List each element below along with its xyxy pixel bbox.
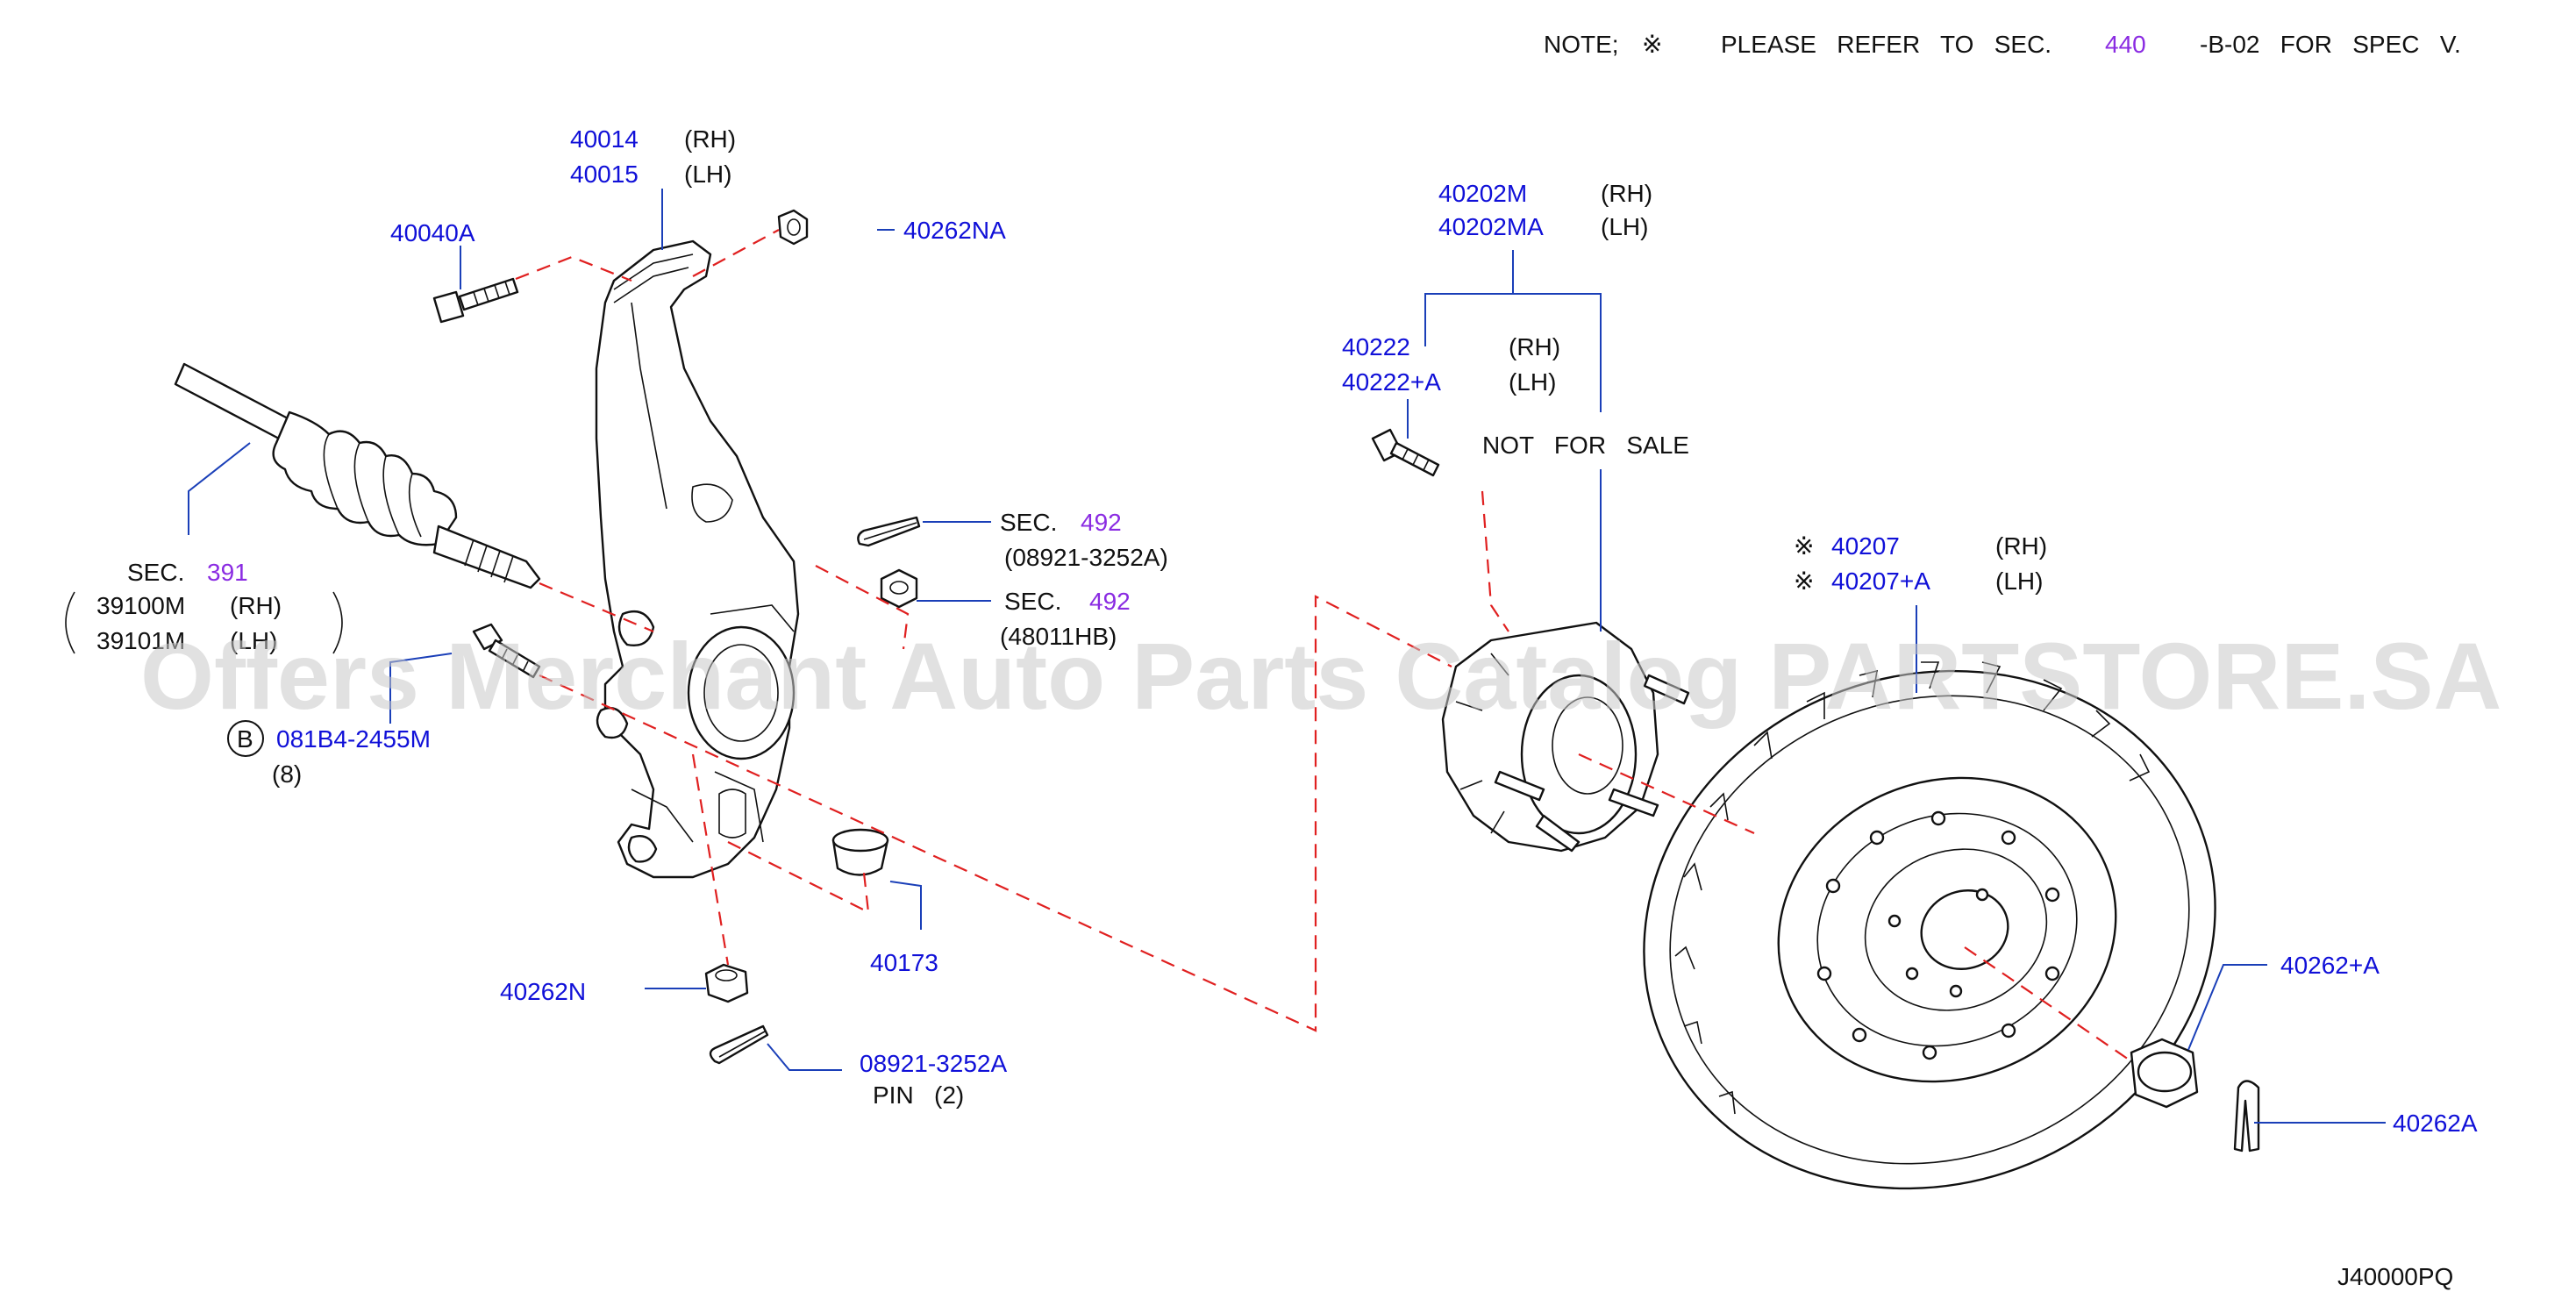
part-40173[interactable]: 40173 — [870, 949, 938, 976]
rotor-label: ※ 40207 (RH) ※ 40207+A (LH) — [1794, 532, 2047, 595]
label-lh: (LH) — [1995, 567, 2043, 595]
part-40040a[interactable]: 40040A — [390, 219, 475, 246]
part-40262-a-plus[interactable]: 40262+A — [2280, 952, 2380, 979]
note-text: PLEASE REFER TO SEC. — [1721, 31, 2052, 58]
sec-492-link[interactable]: 492 — [1089, 588, 1131, 615]
sec-prefix: SEC. — [127, 559, 184, 586]
not-for-sale-text: NOT FOR SALE — [1482, 432, 1689, 459]
rotor-note-symbol: ※ — [1794, 567, 1814, 595]
bushing-40173-drawing — [831, 828, 889, 876]
label-rh: (RH) — [684, 125, 736, 153]
pin-text: PIN — [873, 1081, 914, 1109]
watermark-text: Offers Merchant Auto Parts Catalog PARTS… — [140, 623, 2501, 729]
sec-prefix: SEC. — [1004, 588, 1061, 615]
steering-knuckle-drawing — [595, 239, 800, 879]
hub-label: 40202M (RH) 40202MA (LH) — [1438, 180, 1652, 240]
bolt-081b4-drawing — [472, 623, 541, 679]
sec-492-nut-label: SEC. 492 (48011HB) — [1000, 588, 1131, 650]
part-40262a[interactable]: 40262A — [2393, 1110, 2478, 1137]
part-40015[interactable]: 40015 — [570, 161, 639, 188]
shaft-bracket — [65, 591, 343, 654]
label-rh: (RH) — [1601, 180, 1652, 207]
circle-b-letter: B — [237, 725, 253, 753]
sec-492-pin-label: SEC. 492 (08921-3252A) — [1000, 509, 1168, 571]
wheel-stud-drawing — [1371, 428, 1440, 477]
sec-391-link[interactable]: 391 — [207, 559, 248, 586]
assembly-lines — [515, 229, 2132, 1062]
shaft-label: SEC. 391 39100M (RH) 39101M (LH) — [96, 559, 282, 654]
rotor-vents — [1674, 661, 2151, 1115]
label-lh: (LH) — [1509, 368, 1556, 396]
pin-08921-label: 08921-3252A PIN (2) — [860, 1050, 1007, 1109]
knuckle-label: 40014 (RH) 40015 (LH) — [570, 125, 736, 188]
part-40222-a[interactable]: 40222+A — [1342, 368, 1441, 396]
part-39101m[interactable]: 39101M — [96, 627, 185, 654]
circle-b-marker — [227, 720, 264, 757]
part-39100m[interactable]: 39100M — [96, 592, 185, 619]
cotter-pin-upper-drawing — [857, 516, 921, 547]
label-rh: (RH) — [230, 592, 282, 619]
stud-label: 40222 (RH) 40222+A (LH) — [1342, 333, 1560, 396]
part-40222[interactable]: 40222 — [1342, 333, 1410, 360]
part-40014[interactable]: 40014 — [570, 125, 639, 153]
note-text-after: -B-02 FOR SPEC V. — [2200, 31, 2461, 58]
part-081b4-2455m[interactable]: 081B4-2455M — [276, 725, 431, 753]
nut-40262n-drawing — [704, 963, 749, 1003]
part-48011hb-ref: (48011HB) — [1000, 623, 1117, 650]
part-40207-a[interactable]: 40207+A — [1831, 567, 1930, 595]
label-lh: (LH) — [230, 627, 277, 654]
brake-rotor-drawing — [1643, 661, 2216, 1190]
quantity-8: (8) — [272, 760, 302, 788]
part-08921-3252a-ref: (08921-3252A) — [1004, 544, 1168, 571]
nut-40262a-plus-drawing — [2130, 1038, 2199, 1109]
part-40262na[interactable]: 40262NA — [903, 217, 1006, 244]
header-note: NOTE; ※ PLEASE REFER TO SEC. 440 -B-02 F… — [1544, 31, 2461, 58]
label-lh: (LH) — [1601, 213, 1648, 240]
note-symbol: ※ — [1642, 31, 1662, 58]
cotter-pin-lower-drawing — [709, 1024, 769, 1065]
nut-40262na-drawing — [777, 209, 809, 246]
note-prefix: NOTE; — [1544, 31, 1619, 58]
part-08921-3252a[interactable]: 08921-3252A — [860, 1050, 1007, 1077]
part-40262n[interactable]: 40262N — [500, 978, 586, 1005]
note-sec-link[interactable]: 440 — [2105, 31, 2146, 58]
cotter-pin-40262a-drawing — [2233, 1080, 2260, 1153]
sec-prefix: SEC. — [1000, 509, 1057, 536]
bolt-081b4-label: B 081B4-2455M (8) — [227, 720, 431, 788]
sec-492-link[interactable]: 492 — [1081, 509, 1122, 536]
leader-lines — [389, 189, 2386, 1124]
nut-48011hb-drawing — [880, 568, 918, 609]
part-40207[interactable]: 40207 — [1831, 532, 1900, 560]
part-40202m[interactable]: 40202M — [1438, 180, 1527, 207]
bolt-40040a-drawing — [432, 277, 519, 324]
label-lh: (LH) — [684, 161, 731, 188]
part-40202ma[interactable]: 40202MA — [1438, 213, 1544, 240]
pin-qty: (2) — [934, 1081, 964, 1109]
diagram-code: J40000PQ — [2337, 1263, 2453, 1290]
label-rh: (RH) — [1995, 532, 2047, 560]
drive-shaft-drawing — [174, 362, 541, 589]
rotor-bolt-holes — [1816, 810, 2060, 1060]
label-rh: (RH) — [1509, 333, 1560, 360]
rotor-note-symbol: ※ — [1794, 532, 1814, 560]
